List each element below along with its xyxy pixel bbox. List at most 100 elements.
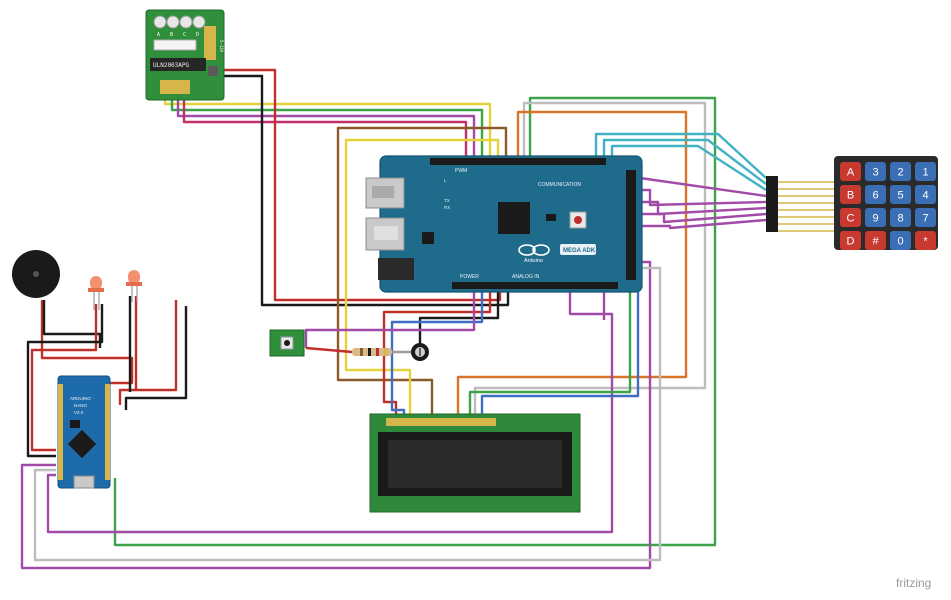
wire-purple-driver (176, 96, 476, 160)
wire-red-bottom (382, 286, 492, 420)
keypad-key-* (915, 231, 936, 250)
wire-blue-bottom (390, 286, 484, 420)
wire-black-led1 (26, 304, 104, 458)
keypad-key-label-0: 0 (897, 236, 903, 248)
mega-brand-label: Arduino (524, 258, 543, 264)
mega-small-chip-2 (546, 214, 556, 221)
keypad-key-9 (865, 208, 886, 227)
fritzing-watermark: fritzing (896, 576, 931, 590)
led-1-body (90, 276, 102, 290)
keypad-key-label-9: 9 (872, 213, 878, 225)
keypad-key-label-4: 4 (922, 190, 928, 202)
mega-host-inner (374, 226, 398, 240)
keypad-key-# (865, 231, 886, 250)
push-button (269, 329, 305, 357)
led-2-base (126, 282, 142, 286)
driver-led-a (153, 15, 167, 29)
nano-small-chip (70, 420, 80, 428)
wire-red-buzzer (40, 300, 134, 385)
lcd-screen (388, 440, 562, 488)
keypad-key-label-*: * (923, 236, 928, 248)
led-2-body (128, 270, 140, 284)
mega-power-label: POWER (460, 274, 479, 280)
wire-orange-top (456, 110, 688, 420)
wire-red-driver-power (215, 68, 502, 302)
mega-pwm-label: PWM (455, 168, 467, 174)
keypad-key-1 (915, 162, 936, 181)
mega-comm-label: COMMUNICATION (538, 182, 581, 188)
keypad-key-7 (915, 208, 936, 227)
keypad-key-label-3: 3 (872, 167, 878, 179)
led-red-1 (88, 276, 104, 310)
keypad-key-3 (865, 162, 886, 181)
keypad-key-label-5: 5 (897, 190, 903, 202)
mega-model-label: MEGA ADK (563, 248, 596, 254)
keypad-key-6 (865, 185, 886, 204)
keypad-ribbon-connector (766, 176, 778, 232)
wire-black-nano-a (124, 306, 188, 410)
wire-purple-keypad-3 (640, 200, 767, 216)
keypad-key-label-6: 6 (872, 190, 878, 202)
resistor (352, 348, 392, 356)
wire-blue-lcd (480, 276, 640, 420)
potentiometer (411, 343, 429, 361)
led-red-2 (126, 270, 142, 302)
arduino-mega-board: PWM COMMUNICATION TX RX L Arduino MEGA A… (365, 155, 643, 293)
button-knob (284, 340, 290, 346)
mega-tx-label: TX (444, 198, 450, 203)
driver-chip (150, 58, 206, 71)
keypad-key-0 (890, 231, 911, 250)
wire-black-driver-gnd (215, 74, 510, 307)
driver-pin-header-right (204, 26, 216, 60)
arduino-nano-board: ARDUINO NANO V3.0 (57, 375, 111, 489)
driver-power-header (208, 66, 218, 76)
keypad-key-2 (890, 162, 911, 181)
keypad-key-D (840, 231, 861, 250)
driver-connector (153, 39, 197, 51)
wire-green-driver (170, 96, 484, 160)
mega-reset-dot (574, 216, 582, 224)
driver-side-label: 5-12V (219, 40, 224, 53)
mega-power-jack (378, 258, 414, 280)
driver-chip-label: ULN2003APG (153, 62, 190, 69)
keypad-key-label-D: D (847, 236, 855, 248)
driver-led-d (192, 15, 206, 29)
wire-red-nano-a (118, 300, 178, 405)
driver-led-label-b: B (170, 32, 173, 38)
keypad-key-A (840, 162, 861, 181)
keypad-key-label-B: B (847, 190, 854, 202)
arduino-logo-icon (518, 244, 550, 256)
wire-gray-long (33, 266, 662, 562)
wire-green-top (113, 96, 717, 547)
driver-led-b (166, 15, 180, 29)
keypad-ribbon-cable (778, 181, 834, 232)
mega-header-bottom (452, 282, 618, 289)
keypad-key-label-#: # (872, 236, 879, 248)
buzzer-hole (33, 271, 39, 277)
mega-small-chip-1 (422, 232, 434, 244)
keypad-key-label-C: C (847, 213, 855, 225)
wire-purple-keypad-2 (640, 188, 767, 207)
driver-led-label-d: D (196, 32, 199, 38)
wire-yellow-top (344, 138, 500, 420)
nano-left-header (58, 384, 63, 480)
mega-rx-label: RX (444, 205, 450, 210)
keypad-key-label-2: 2 (897, 167, 903, 179)
nano-usb-port (73, 475, 95, 489)
wire-black-bottom (418, 286, 500, 352)
wire-purple-keypad-1 (639, 176, 767, 198)
keypad-key-B (840, 185, 861, 204)
mega-model-badge (560, 244, 596, 255)
led-1-base (88, 288, 104, 292)
driver-led-c (179, 15, 193, 29)
driver-led-label-a: A (157, 32, 160, 38)
keypad-key-label-1: 1 (922, 167, 928, 179)
piezo-buzzer (12, 250, 60, 298)
wire-purple-keypad-5 (640, 218, 767, 230)
nano-version-label: V3.0 (74, 410, 84, 415)
nano-model-label: NANO (74, 403, 88, 408)
stepper-driver-board: A B C D 5-12V ULN2003APG (145, 9, 225, 101)
